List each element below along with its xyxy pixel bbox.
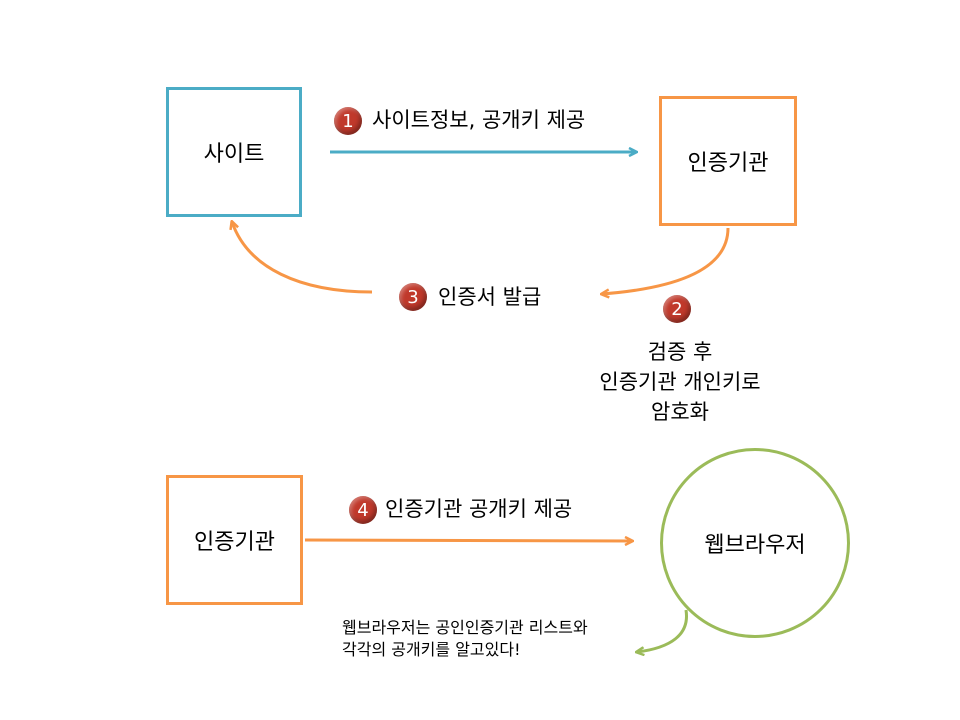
browser-note-line: 웹브라우저는 공인인증기관 리스트와 — [342, 618, 588, 637]
ca-node-bottom: 인증기관 — [166, 475, 303, 605]
arrow-step3-to-site — [232, 222, 373, 294]
step-2-line: 검증 후 — [647, 340, 713, 364]
site-node-label: 사이트 — [203, 142, 265, 167]
step-4-badge: 4 — [349, 496, 377, 524]
arrow-ca-to-browser — [304, 540, 632, 541]
step-2-line: 암호화 — [651, 400, 709, 424]
step-4-label: 인증기관 공개키 제공 — [385, 497, 573, 521]
step-2-text: 검증 후 인증기관 개인키로 암호화 — [560, 337, 800, 427]
ca-node-top-label: 인증기관 — [687, 151, 769, 176]
step-3-number: 3 — [407, 286, 419, 308]
browser-node-label: 웹브라우저 — [704, 533, 806, 558]
browser-note-line: 각각의 공개키를 알고있다! — [342, 640, 521, 659]
step-2-badge: 2 — [663, 295, 691, 323]
step-2-number: 2 — [671, 298, 683, 320]
step-1-label: 사이트정보, 공개키 제공 — [372, 108, 586, 132]
step-4-number: 4 — [357, 499, 369, 521]
step-2-line: 인증기관 개인키로 — [599, 370, 761, 394]
step-3-label: 인증서 발급 — [438, 285, 542, 309]
step-1-badge: 1 — [334, 107, 362, 135]
arrow-browser-to-note — [637, 609, 688, 652]
arrow-ca-to-step3 — [602, 227, 730, 294]
ca-node-bottom-label: 인증기관 — [194, 530, 275, 555]
step-3-badge: 3 — [399, 283, 427, 311]
browser-note: 웹브라우저는 공인인증기관 리스트와 각각의 공개키를 알고있다! — [342, 617, 588, 661]
site-node: 사이트 — [166, 87, 302, 217]
ca-node-top: 인증기관 — [659, 96, 797, 226]
step-1-number: 1 — [342, 110, 354, 132]
browser-node: 웹브라우저 — [660, 448, 850, 638]
